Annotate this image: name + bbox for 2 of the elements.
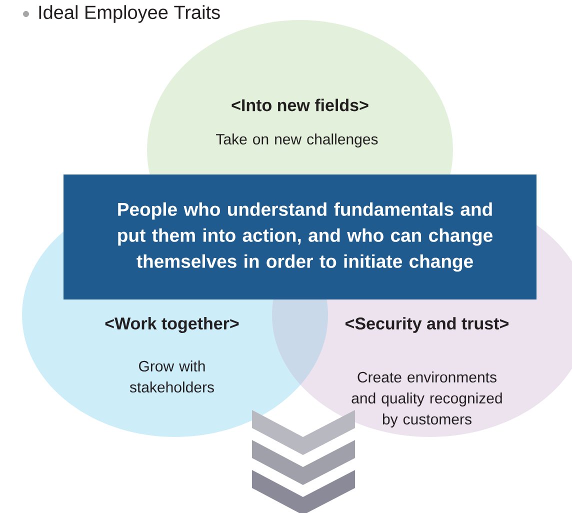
text-box: People who understand fundamentals and put them into action, and who can change themselves in order to initiate change <box>64 174 536 300</box>
title: Ideal Employee Traits <box>39 5 220 23</box>
